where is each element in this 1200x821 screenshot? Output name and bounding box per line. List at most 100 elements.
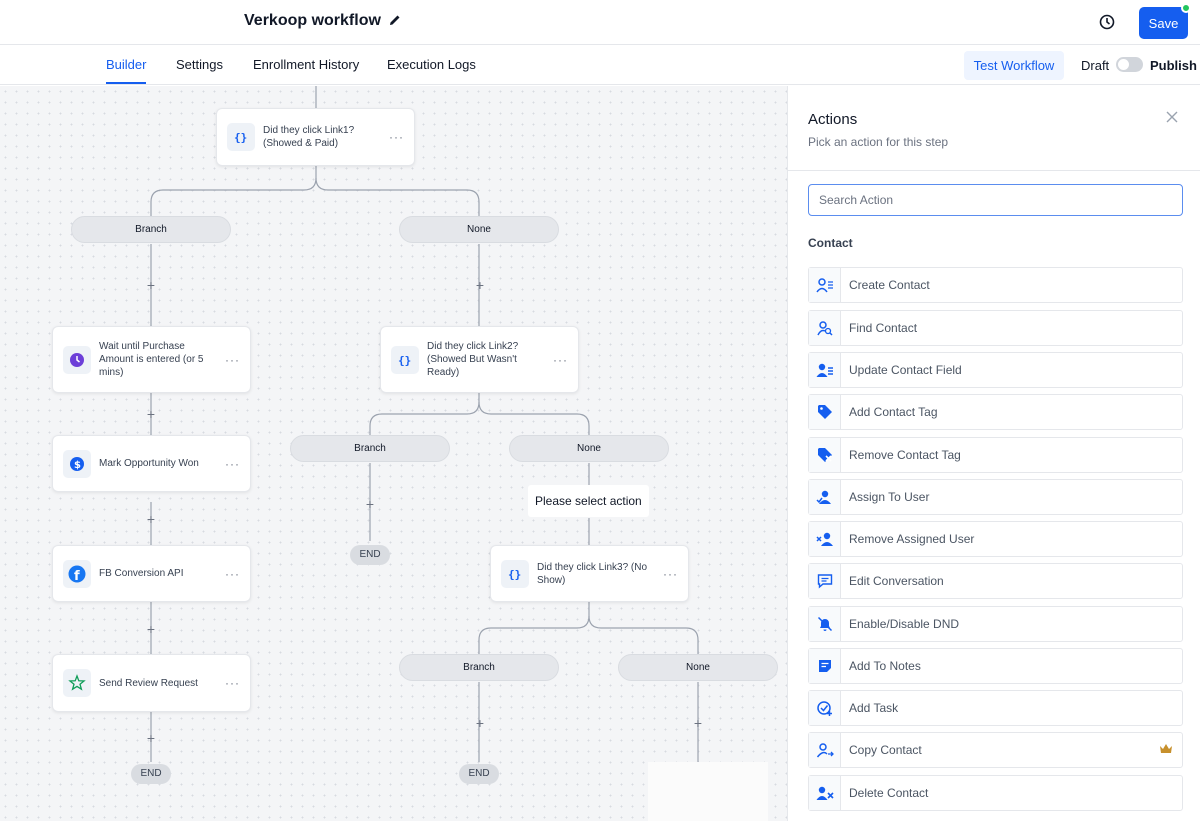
- action-enable-disable-dnd[interactable]: Enable/Disable DND: [808, 606, 1183, 642]
- none-pill[interactable]: None: [618, 654, 778, 681]
- review-request-node[interactable]: Send Review Request ···: [52, 654, 251, 712]
- none-pill[interactable]: None: [509, 435, 669, 462]
- node-menu-button[interactable]: ···: [663, 566, 678, 581]
- action-label: Assign To User: [849, 490, 930, 504]
- action-find-contact[interactable]: Find Contact: [808, 310, 1183, 346]
- pencil-icon[interactable]: [388, 13, 402, 27]
- panel-divider: [788, 170, 1200, 171]
- action-copy-contact[interactable]: Copy Contact: [808, 732, 1183, 768]
- condition-node-link2[interactable]: {} Did they click Link2? (Showed But Was…: [380, 326, 579, 393]
- svg-text:{}: {}: [234, 131, 247, 144]
- notes-icon: [809, 649, 841, 683]
- copy-contact-icon: [809, 733, 841, 767]
- end-marker: END: [459, 764, 499, 784]
- action-label: Edit Conversation: [849, 574, 944, 588]
- add-step-button[interactable]: +: [693, 715, 703, 731]
- node-label: Send Review Request: [99, 677, 198, 689]
- workflow-title: Verkoop workflow: [244, 12, 381, 29]
- top-bar: Verkoop workflow Save: [0, 0, 1200, 45]
- action-add-to-notes[interactable]: Add To Notes: [808, 648, 1183, 684]
- condition-node-link3[interactable]: {} Did they click Link3? (No Show) ···: [490, 545, 689, 602]
- add-step-button[interactable]: +: [365, 496, 375, 512]
- loading-placeholder: [648, 762, 768, 821]
- clock-icon: [63, 345, 91, 374]
- node-menu-button[interactable]: ···: [225, 352, 240, 367]
- tab-execution-logs[interactable]: Execution Logs: [387, 57, 476, 72]
- condition-node-link1[interactable]: {} Did they click Link1? (Showed & Paid)…: [216, 108, 415, 166]
- assign-user-icon: [809, 480, 841, 514]
- history-icon[interactable]: [1098, 13, 1116, 31]
- svg-text:{}: {}: [508, 568, 521, 581]
- tab-enrollment-history[interactable]: Enrollment History: [253, 57, 360, 72]
- test-workflow-button[interactable]: Test Workflow: [964, 51, 1064, 80]
- node-label: Wait until Purchase Amount is entered (o…: [99, 341, 204, 378]
- tab-builder[interactable]: Builder: [106, 57, 147, 72]
- publish-toggle[interactable]: [1116, 57, 1143, 72]
- node-label: Mark Opportunity Won: [99, 458, 199, 469]
- action-label: Copy Contact: [849, 743, 922, 757]
- action-label: Enable/Disable DND: [849, 617, 960, 631]
- find-contact-icon: [809, 311, 841, 345]
- remove-tag-icon: [809, 438, 841, 472]
- star-icon: [63, 669, 91, 697]
- active-tab-indicator: [106, 82, 146, 84]
- action-add-task[interactable]: Add Task: [808, 690, 1183, 726]
- close-icon[interactable]: [1165, 110, 1179, 124]
- update-contact-icon: [809, 353, 841, 387]
- action-update-contact-field[interactable]: Update Contact Field: [808, 352, 1183, 388]
- branch-pill[interactable]: Branch: [71, 216, 231, 243]
- action-edit-conversation[interactable]: Edit Conversation: [808, 563, 1183, 599]
- end-marker: END: [350, 545, 390, 565]
- node-label: Did they click Link1? (Showed & Paid): [263, 125, 355, 149]
- fb-conversion-node[interactable]: f FB Conversion API ···: [52, 545, 251, 602]
- action-delete-contact[interactable]: Delete Contact: [808, 775, 1183, 811]
- facebook-icon: f: [63, 559, 91, 588]
- save-status-dot: [1181, 3, 1191, 13]
- action-remove-assigned-user[interactable]: Remove Assigned User: [808, 521, 1183, 557]
- tab-settings[interactable]: Settings: [176, 57, 223, 72]
- node-menu-button[interactable]: ···: [553, 352, 568, 367]
- delete-contact-icon: [809, 776, 841, 810]
- branch-pill[interactable]: Branch: [399, 654, 559, 681]
- action-remove-contact-tag[interactable]: Remove Contact Tag: [808, 437, 1183, 473]
- node-menu-button[interactable]: ···: [225, 676, 240, 690]
- action-create-contact[interactable]: Create Contact: [808, 267, 1183, 303]
- branch-pill[interactable]: Branch: [290, 435, 450, 462]
- action-label: Find Contact: [849, 321, 918, 335]
- wait-node[interactable]: Wait until Purchase Amount is entered (o…: [52, 326, 251, 393]
- action-label: Create Contact: [849, 278, 930, 292]
- action-label: Remove Assigned User: [849, 532, 975, 546]
- add-step-button[interactable]: +: [146, 277, 156, 293]
- toggle-knob: [1118, 59, 1129, 70]
- svg-text:f: f: [74, 569, 80, 583]
- search-action-input[interactable]: [808, 184, 1183, 216]
- select-action-tooltip: Please select action: [528, 485, 649, 517]
- workflow-canvas[interactable]: {} Did they click Link1? (Showed & Paid)…: [0, 86, 787, 821]
- node-label: Did they click Link3? (No Show): [537, 561, 648, 586]
- node-menu-button[interactable]: ···: [225, 456, 240, 471]
- condition-icon: {}: [391, 345, 419, 374]
- conversation-icon: [809, 564, 841, 598]
- add-step-button[interactable]: +: [146, 730, 156, 746]
- action-label: Add To Notes: [849, 659, 921, 673]
- none-pill[interactable]: None: [399, 216, 559, 243]
- save-button[interactable]: Save: [1139, 7, 1188, 39]
- node-menu-button[interactable]: ···: [389, 130, 404, 144]
- add-step-button[interactable]: +: [146, 406, 156, 422]
- add-step-button[interactable]: +: [475, 715, 485, 731]
- action-assign-to-user[interactable]: Assign To User: [808, 479, 1183, 515]
- action-label: Delete Contact: [849, 786, 929, 800]
- section-heading-contact: Contact: [808, 236, 853, 250]
- add-step-button[interactable]: +: [475, 277, 485, 293]
- remove-user-icon: [809, 522, 841, 556]
- opportunity-node[interactable]: $ Mark Opportunity Won ···: [52, 435, 251, 492]
- node-menu-button[interactable]: ···: [225, 566, 240, 581]
- task-icon: [809, 691, 841, 725]
- action-add-contact-tag[interactable]: Add Contact Tag: [808, 394, 1183, 430]
- panel-title: Actions: [808, 111, 858, 128]
- end-marker: END: [131, 764, 171, 784]
- add-step-button[interactable]: +: [146, 511, 156, 527]
- dnd-icon: [809, 607, 841, 641]
- add-step-button[interactable]: +: [146, 621, 156, 637]
- action-label: Add Task: [849, 701, 899, 715]
